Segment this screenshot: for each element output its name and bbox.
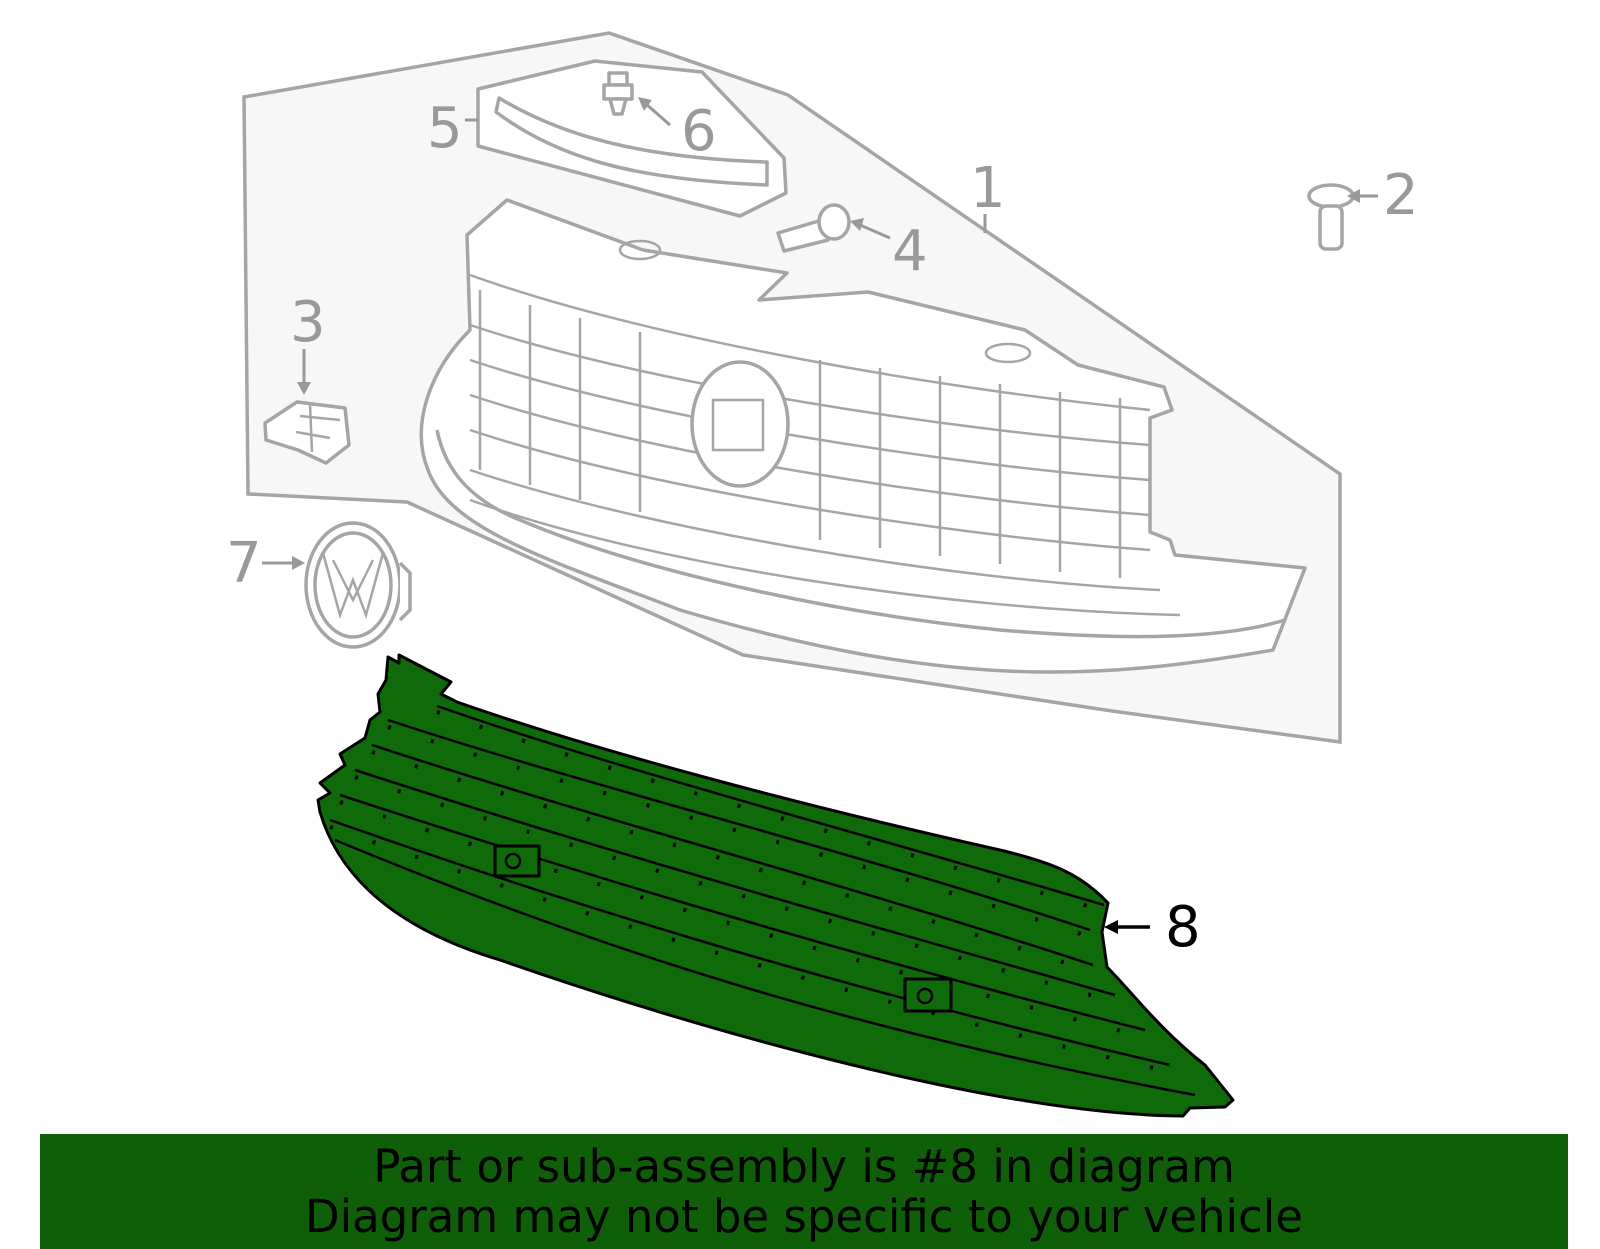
part-4-bolt[interactable] [776,203,851,253]
callout-6: 6 [681,99,717,164]
callout-7: 7 [226,531,262,596]
part-7-emblem[interactable] [304,521,412,649]
part-3-bracket[interactable] [263,400,351,465]
part-1-grille-assembly[interactable] [419,198,1307,674]
leader-lines [262,97,1378,934]
banner-line-2: Diagram may not be specific to your vehi… [305,1189,1303,1243]
arrow-4 [850,218,864,231]
callout-2: 2 [1383,163,1419,228]
callout-5: 5 [427,96,463,161]
callout-1: 1 [970,156,1006,221]
callout-8: 8 [1165,895,1201,960]
arrow-7 [292,556,305,570]
callout-4: 4 [892,219,928,284]
arrow-3 [297,382,311,395]
part-6-clip[interactable] [602,71,634,116]
arrow-8 [1104,920,1118,934]
part-5-trim-strip[interactable] [476,59,788,218]
arrow-6 [638,97,652,111]
part-2-screw[interactable] [1307,183,1355,251]
callout-3: 3 [290,290,326,355]
arrow-2 [1347,189,1360,203]
banner-line-1: Part or sub-assembly is #8 in diagram [373,1139,1235,1193]
info-banner: Part or sub-assembly is #8 in diagram Di… [40,1134,1568,1249]
part-8-lower-grille[interactable] [316,653,1235,1118]
